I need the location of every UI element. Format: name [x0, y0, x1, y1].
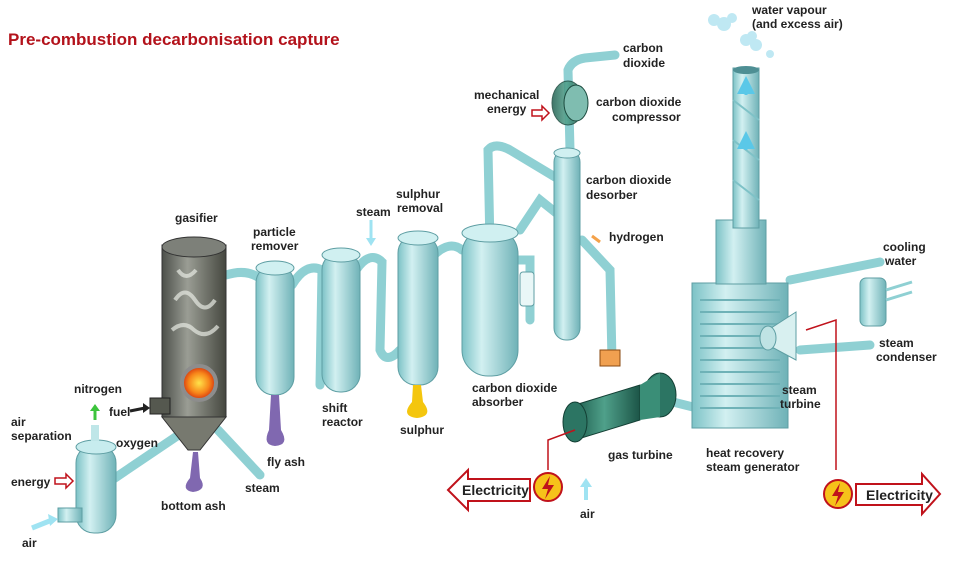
label-fuel: fuel — [109, 405, 130, 419]
mechanical-energy-arrow — [531, 104, 551, 122]
label-steam-turbine-2: turbine — [780, 397, 821, 411]
label-steam-turbine-1: steam — [782, 383, 817, 397]
energy-arrow — [54, 472, 75, 490]
label-water-vapour-1: water vapour — [751, 3, 827, 17]
air-input-arrow — [31, 514, 58, 531]
sulphur-removal-vessel — [397, 230, 439, 418]
label-hrsg-1: heat recovery — [706, 446, 784, 460]
label-mechanical-energy-1: mechanical — [474, 88, 539, 102]
label-water-vapour-2: (and excess air) — [752, 17, 843, 31]
steam-input-arrow — [366, 220, 376, 246]
label-fly-ash: fly ash — [267, 455, 305, 469]
gasifier-fire — [180, 364, 218, 402]
co2-compressor — [551, 80, 589, 126]
label-compressor-1: carbon dioxide — [596, 95, 682, 109]
label-air-input: air — [22, 536, 37, 550]
label-oxygen: oxygen — [116, 436, 158, 450]
fuel-arrow — [129, 403, 150, 413]
gasifier-vessel — [149, 236, 228, 451]
label-air-separation-1: air — [11, 415, 26, 429]
label-particle-remover-2: remover — [251, 239, 299, 253]
label-air-separation-2: separation — [11, 429, 72, 443]
label-compressor-2: compressor — [612, 110, 681, 124]
electrical-wiring — [547, 318, 837, 470]
diagram-title: Pre-combustion decarbonisation capture — [8, 30, 340, 49]
label-hrsg-2: steam generator — [706, 460, 800, 474]
particle-remover-vessel — [255, 260, 295, 446]
label-sulphur-removal-2: removal — [397, 201, 443, 215]
label-absorber-1: carbon dioxide — [472, 381, 558, 395]
label-air-turbine: air — [580, 507, 595, 521]
bottom-ash-pile — [185, 452, 203, 492]
label-steam-top: steam — [356, 205, 391, 219]
label-cooling-water-2: water — [884, 254, 917, 268]
label-steam-bottom: steam — [245, 481, 280, 495]
label-shift-reactor-1: shift — [322, 401, 347, 415]
electricity-output-left — [446, 467, 563, 513]
label-electricity-left: Electricity — [462, 482, 529, 498]
label-particle-remover-1: particle — [253, 225, 296, 239]
label-steam-condenser-2: condenser — [876, 350, 937, 364]
label-electricity-right: Electricity — [866, 487, 933, 503]
steam-turbine — [759, 311, 797, 361]
label-mechanical-energy-2: energy — [487, 102, 527, 116]
label-cooling-water-1: cooling — [883, 240, 926, 254]
co2-desorber-vessel — [553, 147, 581, 341]
co2-absorber-vessel — [461, 223, 535, 377]
label-gas-turbine: gas turbine — [608, 448, 673, 462]
gas-turbine — [562, 349, 677, 443]
gas-turbine-air-arrow — [580, 478, 592, 500]
label-sulphur: sulphur — [400, 423, 444, 437]
shift-reactor-vessel — [321, 247, 361, 393]
nitrogen-arrow — [90, 404, 100, 420]
steam-condenser — [859, 277, 913, 327]
exhaust-stack — [732, 66, 760, 229]
label-carbon-dioxide-out-1: carbon — [623, 41, 663, 55]
heat-recovery-steam-generator — [691, 219, 789, 429]
label-hydrogen: hydrogen — [609, 230, 664, 244]
label-desorber-2: desorber — [586, 188, 638, 202]
label-sulphur-removal-1: sulphur — [396, 187, 440, 201]
water-vapour-puffs — [708, 13, 774, 58]
label-energy: energy — [11, 475, 51, 489]
air-separation-unit — [57, 425, 117, 534]
label-gasifier: gasifier — [175, 211, 218, 225]
label-absorber-2: absorber — [472, 395, 524, 409]
labels: gasifier particle remover steam sulphur … — [11, 3, 937, 550]
label-nitrogen: nitrogen — [74, 382, 122, 396]
label-desorber-1: carbon dioxide — [586, 173, 672, 187]
label-carbon-dioxide-out-2: dioxide — [623, 56, 665, 70]
electricity-output-right — [823, 471, 942, 517]
hydrogen-marker — [591, 234, 601, 244]
label-steam-condenser-1: steam — [879, 336, 914, 350]
label-bottom-ash: bottom ash — [161, 499, 226, 513]
label-shift-reactor-2: reactor — [322, 415, 363, 429]
